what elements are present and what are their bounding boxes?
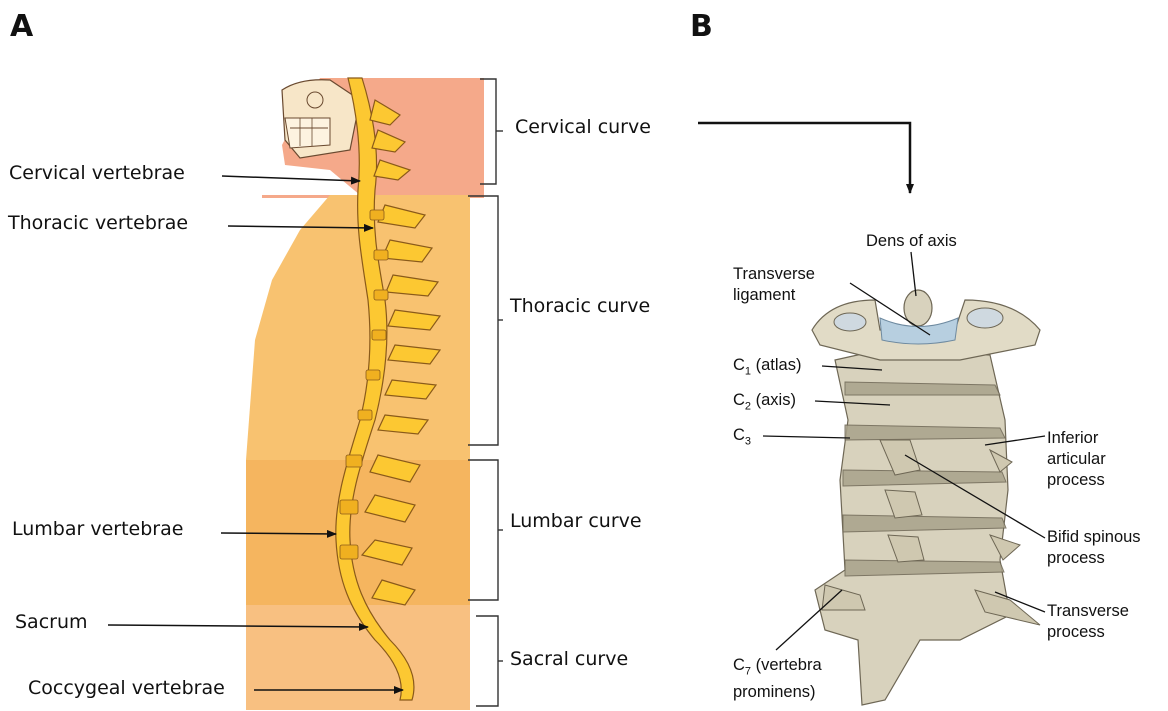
label-c7-vertebra-prominens: C7 (vertebra prominens) [733, 655, 822, 703]
label-sacral-curve: Sacral curve [510, 648, 628, 670]
leader-dens [911, 252, 916, 296]
sacral-curve-bracket [476, 616, 498, 706]
thoracic-curve-bracket [468, 196, 498, 445]
panel-a-letter: A [10, 9, 33, 44]
label-c2-axis: C2 (axis) [733, 390, 796, 417]
label-sacrum: Sacrum [15, 611, 88, 633]
label-cervical-curve: Cervical curve [515, 116, 651, 138]
label-c1-atlas: C1 (atlas) [733, 355, 801, 382]
panel-b-letter: B [690, 9, 713, 44]
lumbar-curve-bracket [468, 460, 498, 600]
label-thoracic-vertebrae: Thoracic vertebrae [8, 212, 188, 234]
cervical-to-panel-b-connector [698, 123, 910, 193]
sacral-region [246, 605, 470, 710]
label-coccygeal-vertebrae: Coccygeal vertebrae [28, 677, 225, 699]
label-dens-of-axis: Dens of axis [866, 231, 957, 252]
label-cervical-vertebrae: Cervical vertebrae [9, 162, 185, 184]
cervical-column-illustration [812, 290, 1040, 705]
thoracic-region [246, 195, 470, 460]
arrow-lumbar-vertebrae [221, 533, 336, 534]
label-inferior-articular-process: Inferior articular process [1047, 428, 1106, 491]
label-lumbar-curve: Lumbar curve [510, 510, 642, 532]
label-lumbar-vertebrae: Lumbar vertebrae [12, 518, 183, 540]
label-c3: C3 [733, 425, 751, 452]
label-transverse-process: Transverse process [1047, 601, 1129, 643]
label-transverse-ligament: Transverse ligament [733, 264, 815, 306]
label-bifid-spinous-process: Bifid spinous process [1047, 527, 1141, 569]
leader-c3 [763, 436, 850, 438]
label-thoracic-curve: Thoracic curve [510, 295, 650, 317]
